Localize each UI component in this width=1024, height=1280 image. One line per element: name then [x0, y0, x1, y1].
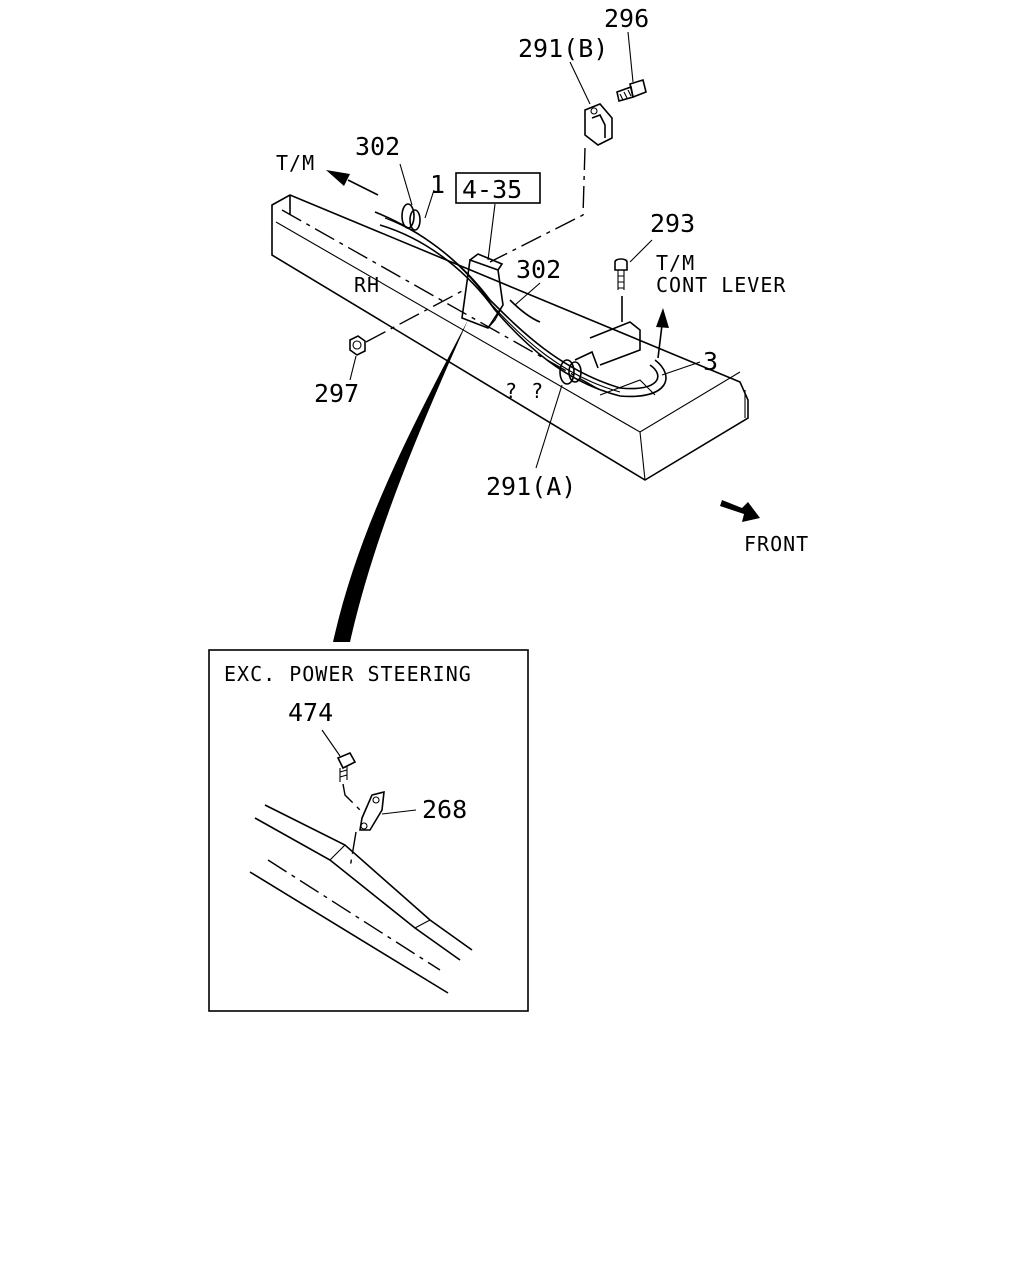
nut-297 — [349, 335, 366, 356]
label-4-35: 4-35 — [462, 175, 522, 204]
label-474: 474 — [288, 698, 333, 727]
bolt-474 — [336, 751, 363, 813]
bracket-4-35 — [461, 253, 541, 329]
lever-mount — [589, 258, 641, 366]
label-3: 3 — [703, 347, 718, 376]
label-297: 297 — [314, 379, 359, 408]
label-268: 268 — [422, 795, 467, 824]
label-302-mid: 302 — [516, 255, 561, 284]
label-tm-right: T/M — [656, 251, 695, 275]
bracket-268 — [349, 790, 385, 869]
inset-frame — [208, 649, 529, 1012]
front-arrow — [720, 500, 760, 522]
label-302-top: 302 — [355, 132, 400, 161]
callout-wedge — [333, 320, 468, 642]
inset-title: EXC. POWER STEERING — [224, 662, 472, 686]
leader-lines — [349, 31, 701, 469]
label-cont-lever: CONT LEVER — [656, 273, 786, 297]
label-291b: 291(B) — [518, 34, 608, 63]
clip-291b — [584, 103, 613, 146]
arrow-tm — [326, 170, 379, 196]
ref-box-4-35 — [455, 172, 541, 204]
label-1: 1 — [430, 170, 445, 199]
label-296: 296 — [604, 4, 649, 33]
label-front: FRONT — [744, 532, 809, 556]
cable-assembly — [374, 203, 667, 398]
label-rh: RH — [354, 273, 380, 297]
bolt-296 — [616, 78, 647, 103]
svg-text:? ?: ? ? — [505, 379, 544, 403]
label-tm-top: T/M — [276, 151, 315, 175]
label-291a: 291(A) — [486, 472, 576, 501]
arrow-cont-lever — [656, 308, 669, 359]
label-293: 293 — [650, 209, 695, 238]
inset-frame-rail — [249, 804, 473, 994]
inset-leaders — [321, 729, 417, 815]
